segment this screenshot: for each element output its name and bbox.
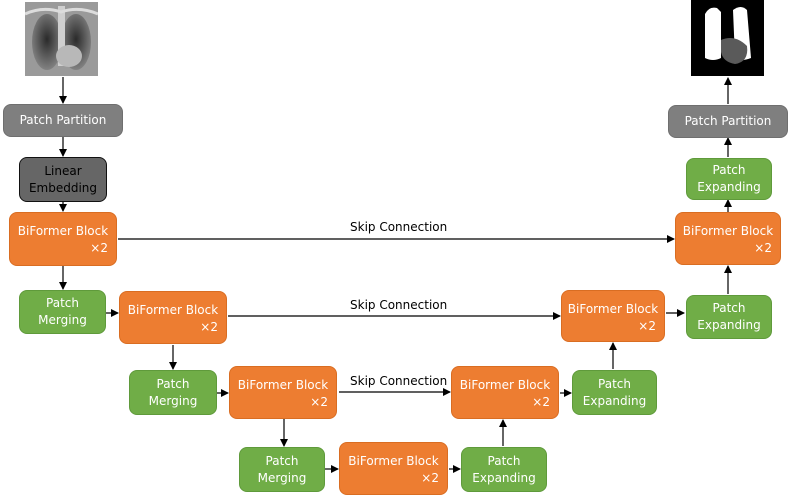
decoder-block-2-repeat: ×2	[638, 319, 656, 333]
linear-embedding-label-1: Linear	[44, 163, 82, 178]
patch-merging-2-label-1: Patch	[156, 376, 190, 391]
decoder-biformer-block-2: BiFormer Block ×2	[561, 290, 665, 342]
patch-merging-1-label-2: Merging	[38, 313, 87, 327]
encoder-biformer-block-2: BiFormer Block ×2	[119, 291, 227, 344]
skip-connection-label-3: Skip Connection	[350, 374, 448, 388]
encoder-block-1-title: BiFormer Block	[17, 224, 109, 238]
bottleneck-block-title: BiFormer Block	[348, 454, 439, 468]
bottleneck-biformer-block: BiFormer Block ×2	[339, 442, 448, 495]
patch-expanding-2: Patch Expanding	[572, 370, 657, 415]
encoder-block-2-repeat: ×2	[200, 320, 218, 334]
decoder-block-3-repeat: ×2	[532, 395, 550, 409]
patch-partition-input-label: Patch Partition	[19, 113, 107, 127]
encoder-block-3-title: BiFormer Block	[237, 378, 329, 392]
decoder-biformer-block-3: BiFormer Block ×2	[451, 366, 559, 419]
patch-expanding-1-label-1: Patch	[487, 453, 521, 468]
patch-merging-3: Patch Merging	[239, 447, 325, 492]
patch-partition-output: Patch Partition	[668, 105, 788, 138]
patch-expanding-1: Patch Expanding	[461, 447, 547, 492]
patch-merging-3-label-2: Merging	[257, 470, 307, 485]
patch-expanding-4-label-1: Patch	[712, 163, 746, 177]
patch-partition-input: Patch Partition	[3, 104, 123, 137]
output-mask-image	[691, 0, 764, 76]
patch-expanding-1-label-2: Expanding	[472, 470, 536, 485]
linear-embedding-label-2: Embedding	[28, 180, 98, 195]
patch-expanding-4-label-2: Expanding	[697, 180, 761, 194]
bottleneck-block-repeat: ×2	[421, 471, 439, 485]
patch-partition-output-label: Patch Partition	[684, 114, 772, 128]
patch-merging-2-label-2: Merging	[148, 393, 198, 408]
decoder-biformer-block-1: BiFormer Block ×2	[675, 212, 781, 265]
patch-merging-1: Patch Merging	[19, 290, 106, 334]
encoder-block-2-title: BiFormer Block	[127, 303, 219, 317]
decoder-block-2-title: BiFormer Block	[567, 302, 659, 316]
patch-expanding-3: Patch Expanding	[686, 295, 772, 339]
decoder-block-1-repeat: ×2	[754, 241, 772, 255]
patch-merging-3-label-1: Patch	[265, 453, 299, 468]
patch-merging-2: Patch Merging	[129, 370, 217, 415]
encoder-biformer-block-3: BiFormer Block ×2	[229, 366, 337, 419]
linear-embedding: Linear Embedding	[19, 157, 107, 202]
decoder-block-3-title: BiFormer Block	[459, 378, 551, 392]
input-xray-image	[24, 2, 99, 76]
encoder-block-3-repeat: ×2	[310, 395, 328, 409]
skip-connection-label-2: Skip Connection	[350, 298, 448, 312]
patch-expanding-4: Patch Expanding	[686, 158, 772, 200]
patch-expanding-3-label-2: Expanding	[697, 318, 761, 332]
patch-expanding-2-label-2: Expanding	[582, 393, 647, 408]
encoder-block-1-repeat: ×2	[90, 241, 108, 255]
patch-expanding-3-label-1: Patch	[712, 301, 746, 315]
encoder-biformer-block-1: BiFormer Block ×2	[9, 212, 117, 266]
skip-connection-label-1: Skip Connection	[350, 220, 448, 234]
patch-merging-1-label-1: Patch	[46, 296, 79, 310]
decoder-block-1-title: BiFormer Block	[682, 224, 774, 238]
patch-expanding-2-label-1: Patch	[598, 376, 631, 391]
